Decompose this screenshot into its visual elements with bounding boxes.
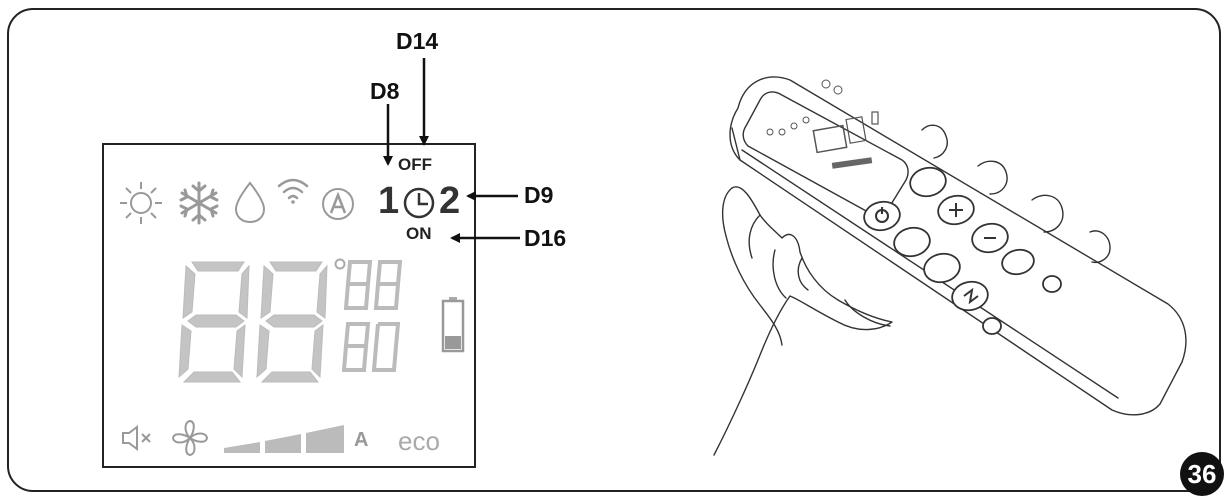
droplet-icon (234, 181, 266, 224)
lcd-display-panel (102, 143, 476, 468)
clock-icon (403, 187, 435, 219)
snowflake-icon (179, 181, 219, 225)
auto-fan-label: A (354, 429, 369, 451)
wifi-icon (277, 178, 309, 204)
d16-label: D16 (524, 225, 567, 251)
timer-off-label: OFF (398, 155, 432, 174)
d9-label: D9 (524, 182, 554, 208)
battery-icon (441, 297, 465, 353)
degree-symbol (334, 258, 346, 270)
timer-on-label: ON (406, 224, 432, 243)
d8-label: D8 (370, 78, 400, 104)
timer-1-label: 1 (378, 180, 400, 222)
eco-label: eco (398, 426, 440, 456)
mute-icon (122, 425, 151, 451)
fan-icon (171, 419, 209, 457)
timer-2-label: 2 (439, 180, 461, 222)
auto-mode-icon (322, 188, 354, 220)
d14-label: D14 (396, 28, 439, 54)
figure-number-badge: 36 (1180, 452, 1224, 496)
figure-frame (7, 8, 1221, 492)
sun-icon (120, 182, 162, 224)
temperature-digits (178, 258, 403, 383)
fan-speed-bars-icon (224, 425, 344, 453)
